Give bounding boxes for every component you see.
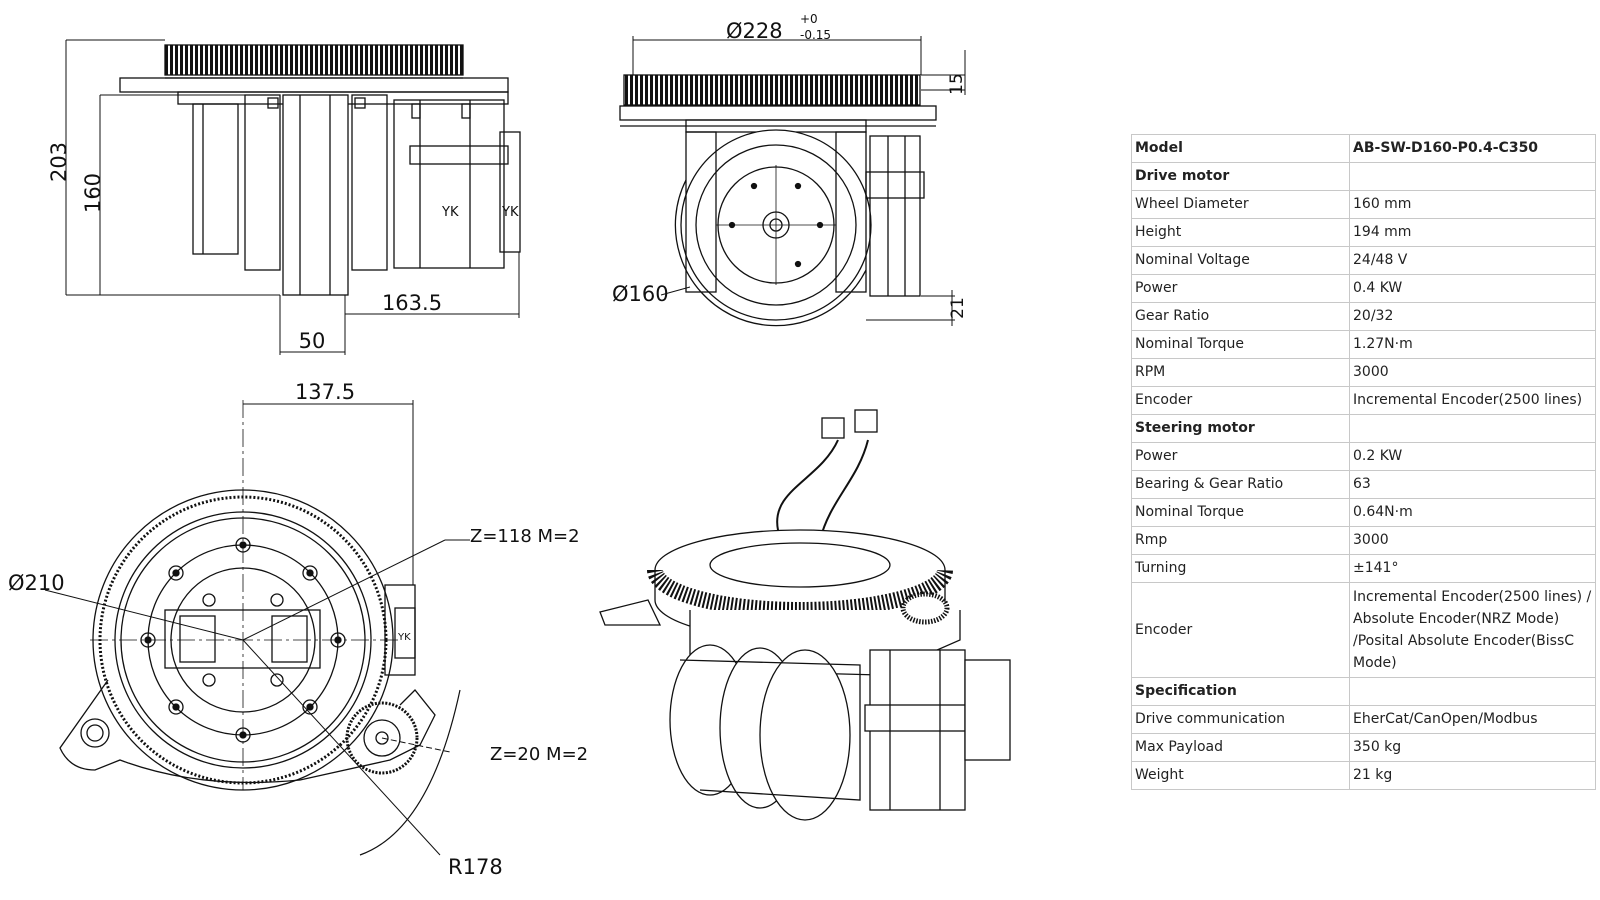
dim-ring-diameter: Ø228 bbox=[726, 19, 783, 43]
spec-key: Specification bbox=[1131, 677, 1350, 706]
spec-key: Turning bbox=[1131, 554, 1350, 583]
spec-key: Power bbox=[1131, 442, 1350, 471]
spec-key: Encoder bbox=[1131, 582, 1350, 678]
dim-ground-offset: 21 bbox=[948, 297, 968, 319]
dim-overall-height: 203 bbox=[47, 142, 71, 182]
spec-key: Wheel Diameter bbox=[1131, 190, 1350, 219]
spec-value bbox=[1349, 414, 1596, 443]
spec-key: Model bbox=[1131, 134, 1350, 163]
dim-wheel-width: 50 bbox=[299, 329, 326, 353]
spec-value: 24/48 V bbox=[1349, 246, 1596, 275]
spec-key: RPM bbox=[1131, 358, 1350, 387]
spec-value bbox=[1349, 162, 1596, 191]
spec-section-row: Drive motor bbox=[1131, 162, 1596, 191]
spec-value: AB-SW-D160-P0.4-C350 bbox=[1349, 134, 1596, 163]
dim-bolt-circle: Ø210 bbox=[8, 571, 65, 595]
dim-offset: 137.5 bbox=[295, 380, 355, 404]
spec-value: 0.4 KW bbox=[1349, 274, 1596, 303]
spec-value: 0.2 KW bbox=[1349, 442, 1596, 471]
yk-label-top: YK bbox=[397, 632, 411, 643]
spec-key: Weight bbox=[1131, 761, 1350, 790]
spec-key: Drive communication bbox=[1131, 705, 1350, 734]
spec-value-line: Mode) bbox=[1353, 655, 1397, 671]
dim-wheel-height: 160 bbox=[81, 173, 105, 213]
yk-label-1: YK bbox=[441, 205, 459, 220]
spec-key: Steering motor bbox=[1131, 414, 1350, 443]
spec-value: ±141° bbox=[1349, 554, 1596, 583]
spec-value: EherCat/CanOpen/Modbus bbox=[1349, 705, 1596, 734]
technical-drawing: YK YK 203 160 163.5 50 bbox=[8, 12, 1011, 879]
spec-value: 350 kg bbox=[1349, 733, 1596, 762]
spec-value: Incremental Encoder(2500 lines) / Absolut… bbox=[1349, 582, 1596, 678]
dim-ring-tol-lower: -0.15 bbox=[800, 28, 831, 42]
side-view: YK YK 203 160 163.5 50 bbox=[47, 39, 521, 355]
spec-section-row: Specification bbox=[1131, 677, 1596, 706]
spec-key: Max Payload bbox=[1131, 733, 1350, 762]
spec-value: Incremental Encoder(2500 lines) bbox=[1349, 386, 1596, 415]
spec-value: 21 kg bbox=[1349, 761, 1596, 790]
top-view: YK 137.5 Ø210 Z=118 M=2 Z=20 M=2 R178 bbox=[8, 380, 588, 879]
spec-key: Nominal Torque bbox=[1131, 330, 1350, 359]
spec-value: 1.27N·m bbox=[1349, 330, 1596, 359]
spec-value: 3000 bbox=[1349, 358, 1596, 387]
spec-key: Gear Ratio bbox=[1131, 302, 1350, 331]
dim-ring-gear: Z=118 M=2 bbox=[470, 526, 580, 547]
spec-value: 0.64N·m bbox=[1349, 498, 1596, 527]
dim-ring-thickness: 15 bbox=[947, 73, 967, 95]
spec-value bbox=[1349, 677, 1596, 706]
spec-value: 63 bbox=[1349, 470, 1596, 499]
spec-row: Turning±141° bbox=[1131, 554, 1596, 583]
spec-value: 3000 bbox=[1349, 526, 1596, 555]
spec-key: Nominal Torque bbox=[1131, 498, 1350, 527]
yk-label-2: YK bbox=[501, 205, 519, 220]
spec-key: Bearing & Gear Ratio bbox=[1131, 470, 1350, 499]
isometric-view bbox=[599, 409, 1011, 821]
spec-value: 194 mm bbox=[1349, 218, 1596, 247]
dim-motor-length: 163.5 bbox=[382, 291, 442, 315]
spec-key: Power bbox=[1131, 274, 1350, 303]
spec-key: Height bbox=[1131, 218, 1350, 247]
spec-key: Drive motor bbox=[1131, 162, 1350, 191]
front-view: Ø228 +0 -0.15 15 Ø160 21 bbox=[612, 12, 968, 327]
spec-key: Encoder bbox=[1131, 386, 1350, 415]
spec-value-line: /Posital Absolute Encoder(BissC bbox=[1353, 633, 1575, 649]
dim-wheel-diameter: Ø160 bbox=[612, 282, 669, 306]
spec-key: Nominal Voltage bbox=[1131, 246, 1350, 275]
spec-value: 20/32 bbox=[1349, 302, 1596, 331]
spec-section-row: Steering motor bbox=[1131, 414, 1596, 443]
spec-key: Rmp bbox=[1131, 526, 1350, 555]
spec-value-line: Incremental Encoder(2500 lines) / bbox=[1353, 589, 1592, 605]
dim-ring-tol-upper: +0 bbox=[800, 12, 818, 26]
spec-value-line: Absolute Encoder(NRZ Mode) bbox=[1353, 611, 1560, 627]
dim-pinion-gear: Z=20 M=2 bbox=[490, 744, 588, 765]
dim-swing-radius: R178 bbox=[448, 855, 503, 879]
spec-value: 160 mm bbox=[1349, 190, 1596, 219]
